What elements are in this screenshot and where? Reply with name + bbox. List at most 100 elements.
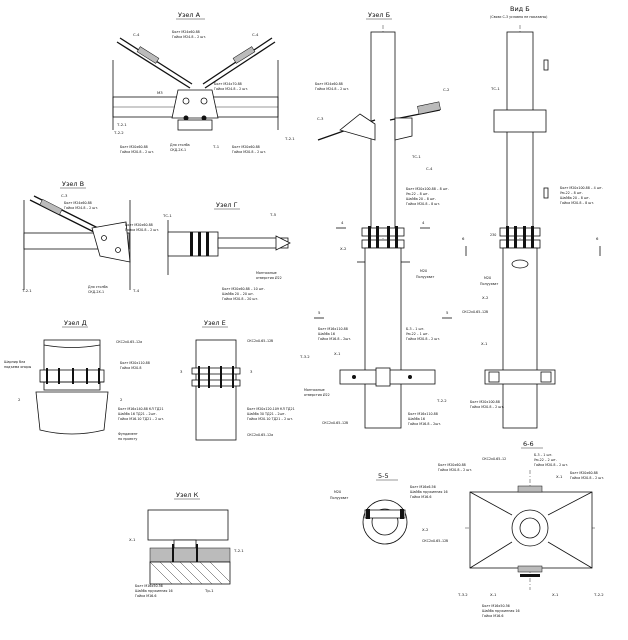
view-uzel-v: Узел В С-3 Болт М24х60.88 Гайка М24.8 – …	[21, 180, 159, 294]
label-m20: М20	[420, 269, 427, 273]
label-skd: СКС2х0.65–12б	[462, 310, 488, 314]
crossbar-x1	[149, 547, 231, 563]
bolt	[368, 226, 371, 250]
bolt	[376, 226, 379, 250]
label-skd: СКС2х0.65–12б	[422, 539, 448, 543]
label-nut: Гайка М16.8 – 2шт.	[408, 422, 441, 426]
bolt	[206, 232, 209, 256]
label-bolt: Болт М20х100.88 – 8 шт.	[406, 187, 449, 191]
label-nut: Гайка М20.8 – 20 шт.	[222, 297, 258, 301]
column-lower	[364, 247, 402, 429]
label-bolt: Болт М20х60.88	[120, 145, 148, 149]
label-skd: СКС2х0.65–12б	[247, 339, 273, 343]
label-bolt: Болт М16х50.56	[135, 584, 163, 588]
clamp	[540, 371, 552, 383]
bolt-hole	[101, 235, 107, 241]
label-nut: Гайка М20.8 – 2 шт.	[232, 150, 266, 154]
label-m20: М20	[334, 490, 341, 494]
label-washer: Шайба 16	[408, 417, 425, 421]
label-x2: Х-2	[340, 246, 347, 251]
bolt	[514, 226, 517, 250]
label-nut: Гайка М20.8 – 8 шт.	[560, 201, 594, 205]
flange-top	[499, 227, 541, 237]
label-t22: Т-2.2	[436, 398, 447, 403]
diagonal	[469, 491, 513, 516]
label-nut: Гайка М24.8 – 2 шт.	[214, 87, 248, 91]
label-um22: Ум-22 – 1 шт.	[406, 332, 429, 336]
label-um22: Ум-22 – 8 шт.	[560, 191, 583, 195]
label-x1: Х-1	[334, 351, 341, 356]
turnbuckle	[417, 101, 441, 115]
label-bolt: Болт М20х60.88	[232, 145, 260, 149]
turnbuckle	[39, 198, 63, 216]
label-nut: Гайка М20.8 – 2 шт.	[125, 228, 159, 232]
column-lower	[502, 247, 538, 429]
label-weld: Монтажные	[256, 271, 277, 275]
view-uzel-a: Узел А С-4 С-4 Болт М24х60.88 Гайка М24.…	[112, 11, 295, 154]
uzel-v-title: Узел В	[62, 180, 84, 188]
label-t21: Т-2.1	[233, 548, 244, 553]
label-washer: Шайба 20 – 8 шт.	[406, 197, 436, 201]
section-mark: 4	[422, 220, 425, 225]
label-t5: Т-5	[269, 212, 277, 217]
bolt	[387, 226, 390, 250]
tube-tp1	[149, 561, 231, 585]
section-mark: 3	[180, 369, 183, 374]
bolt-hole	[182, 97, 190, 105]
label-tc1: ТС-1	[162, 213, 172, 218]
label-b3: Б-3 – 1 шт.	[534, 453, 552, 457]
label-nut: Гайка М20.8 – 2 шт.	[470, 405, 504, 409]
label-t1: Т-1	[212, 144, 220, 149]
label-shelf-2: подъема опоры	[4, 365, 32, 369]
diagonal	[547, 541, 593, 569]
label-bolt: Болт М20х100.88	[470, 400, 500, 404]
crossbar-center	[375, 367, 391, 387]
label-bolt: Болт М20х110.88	[120, 361, 150, 365]
clamp-strap	[364, 509, 406, 519]
label-nut: Гайка М20.8 – 2 шт.	[406, 337, 440, 341]
label-bolt: Болт М20х60.88 – 10 шт.	[222, 287, 265, 291]
label-nut: Гайка М16.10 ТД21 – 2 шт.	[118, 417, 164, 421]
flange-bottom	[191, 379, 241, 387]
label-for-pillars-code: СКД-2Х-1	[170, 148, 186, 152]
label-um22: Ум-22 – 2 шт.	[534, 458, 557, 462]
clamp	[177, 119, 213, 131]
label-bolt: Болт М16х110.88	[318, 327, 348, 331]
label-x1: Х-1	[481, 341, 488, 346]
view-uzel-d: Узел Д 2 2 Шарнир бла подъема опоры СКС2…	[4, 319, 164, 441]
label-tp1: Тр-1	[204, 588, 214, 593]
plate-top	[517, 485, 543, 493]
uzel-d-title: Узел Д	[64, 319, 87, 327]
label-bolt: Болт М24х70.88	[214, 82, 242, 86]
label-bolt: Болт М16х6.56	[410, 485, 436, 489]
bolt	[86, 368, 88, 384]
bolt-hole	[200, 97, 208, 105]
label-m3: М3	[157, 90, 163, 95]
section-mark: 3	[250, 369, 253, 374]
label-b3: Б-3 – 1 шт.	[406, 327, 424, 331]
bolt	[72, 368, 74, 384]
dimension: 230	[490, 233, 496, 237]
lug	[543, 187, 549, 199]
bolt	[352, 375, 356, 379]
bolt	[201, 115, 207, 121]
view-uzel-e: Узел Е 3 3 СКС2х0.65–12б Болт М20х120.10…	[180, 319, 295, 441]
section-6-title: 6-6	[523, 440, 534, 448]
column-joint	[195, 339, 237, 441]
label-x1: Х-1	[552, 592, 559, 597]
label-tc1: ТС-1	[411, 154, 421, 159]
bolt	[531, 226, 534, 250]
diagonal	[469, 541, 513, 569]
label-t4: Т-4	[132, 288, 140, 293]
label-t21-left: Т-2.1	[116, 122, 127, 127]
bolt	[190, 232, 193, 256]
bolt	[172, 544, 174, 564]
bolt	[400, 509, 404, 519]
beam-end	[275, 235, 291, 251]
flange-top	[361, 227, 405, 237]
uzel-e-title: Узел Е	[204, 319, 226, 327]
label-bolt: Болт М20х100.88 – 4 шт.	[560, 186, 603, 190]
label-nut: Гайка М20.8 – 2 шт.	[570, 476, 604, 480]
label-c4-left: С-4	[133, 32, 140, 37]
